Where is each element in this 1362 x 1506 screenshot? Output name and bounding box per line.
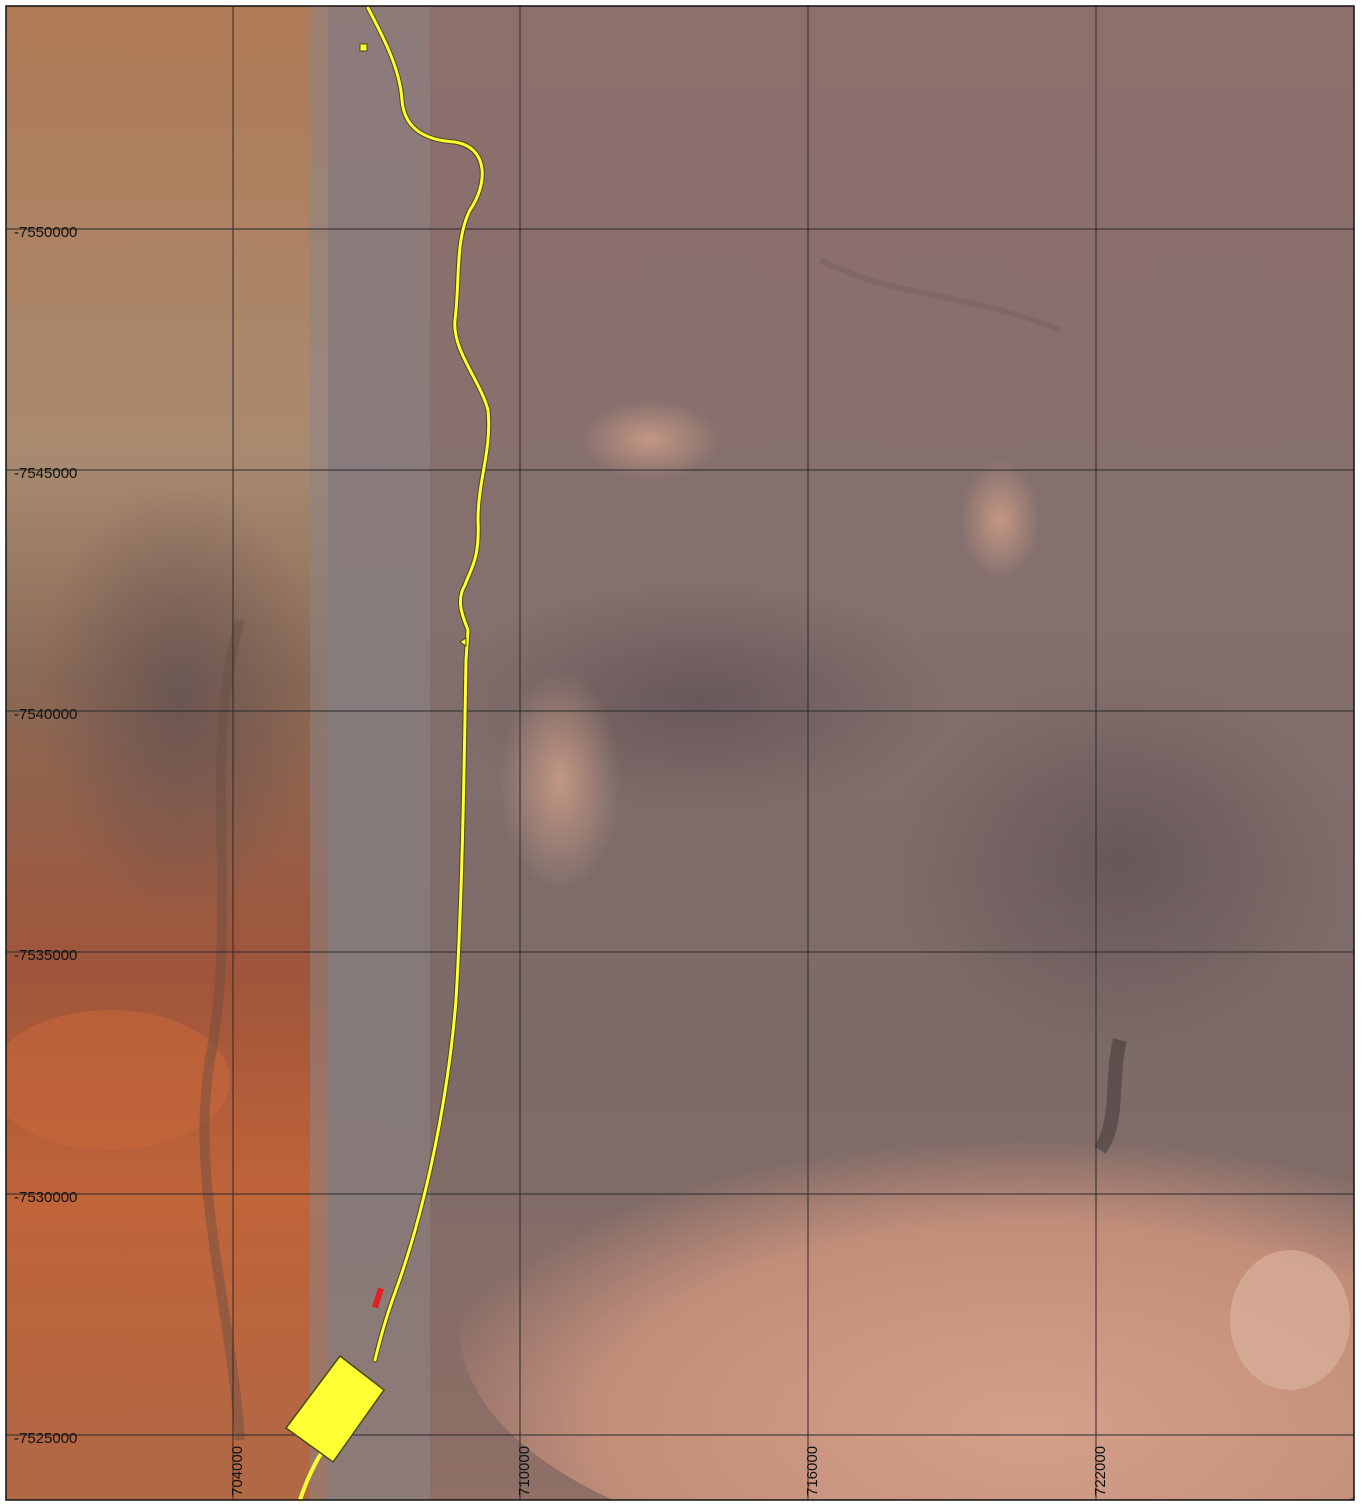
y-tick-label: -7550000	[14, 224, 77, 241]
y-tick-label: -7530000	[14, 1189, 77, 1206]
map-frame	[5, 5, 1355, 1501]
red-route-segment-icon[interactable]	[372, 1287, 384, 1309]
yellow-rectangle-site-icon[interactable]	[284, 1354, 386, 1464]
y-tick-label: -7535000	[14, 947, 77, 964]
imagery-channel	[199, 618, 245, 1441]
x-tick-label: 716000	[804, 1446, 821, 1496]
y-tick-label: -7545000	[14, 465, 77, 482]
imagery-light-patch	[580, 400, 720, 480]
route-spur-icon	[459, 637, 467, 647]
yellow-square-marker-icon[interactable]	[359, 43, 368, 52]
imagery-light-patch	[1230, 1250, 1350, 1390]
y-axis-labels: -7550000 -7545000 -7540000 -7535000 -753…	[14, 224, 77, 1447]
imagery-dark-patch	[890, 670, 1350, 1050]
x-tick-label: 722000	[1092, 1446, 1109, 1496]
imagery-grey-band	[310, 6, 430, 1500]
y-tick-label: -7525000	[14, 1430, 77, 1447]
imagery-channel	[818, 257, 1062, 333]
imagery-light-patch	[500, 670, 620, 890]
x-tick-label: 704000	[229, 1446, 246, 1496]
satellite-imagery	[6, 6, 1354, 1500]
y-tick-label: -7540000	[14, 706, 77, 723]
route-line-south[interactable]	[298, 1450, 324, 1502]
coordinate-grid	[6, 6, 1354, 1500]
x-axis-labels: 704000 710000 716000 722000	[229, 1446, 1109, 1496]
imagery-channel	[1093, 1038, 1127, 1154]
imagery-light-patch	[960, 460, 1040, 580]
imagery-dark-patch	[40, 480, 320, 920]
imagery-sand-plain	[460, 1090, 1354, 1500]
imagery-light-patch	[6, 1010, 230, 1150]
route-line[interactable]	[366, 6, 491, 1362]
x-tick-label: 710000	[516, 1446, 533, 1496]
